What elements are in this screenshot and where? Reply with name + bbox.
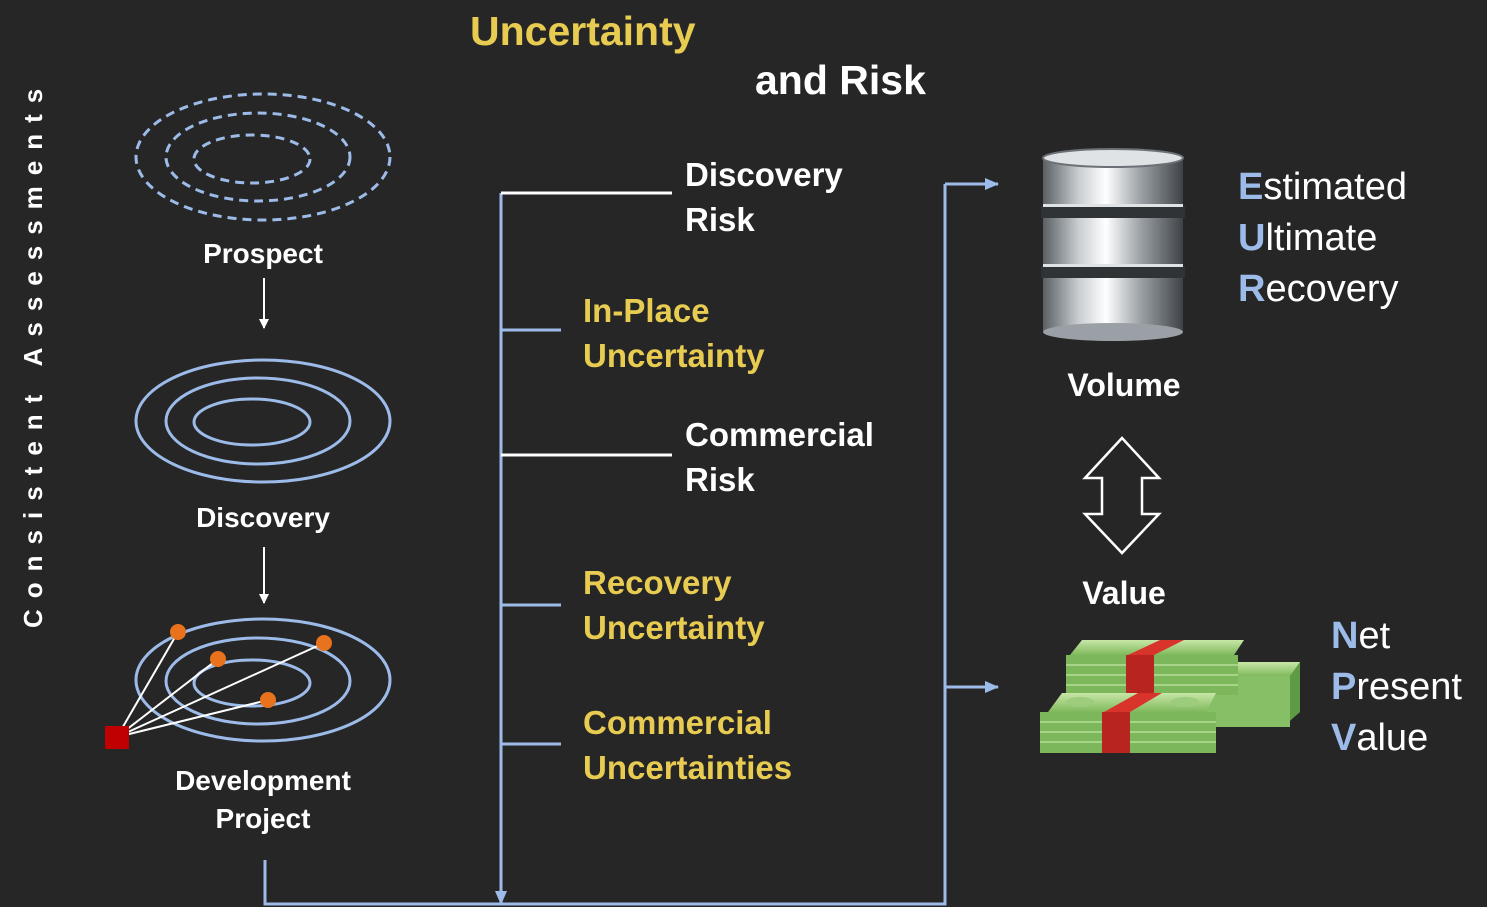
npv-initial: V (1331, 717, 1357, 759)
label-inplace-uncertainty-line2: Uncertainty (583, 337, 765, 374)
discovery-icon (134, 358, 392, 484)
npv-rest: et (1358, 615, 1391, 657)
label-commercial-risk-line1: Commercial (685, 416, 874, 453)
stage-label-discovery: Discovery (196, 502, 330, 533)
label-value: Value (1082, 575, 1166, 611)
label-discovery-risk-line2: Risk (685, 201, 755, 238)
eur-line: Recovery (1238, 264, 1407, 315)
title-and-risk: and Risk (755, 57, 926, 103)
eur-rest: ltimate (1265, 217, 1378, 259)
npv-acronym: Net Present Value (1331, 611, 1462, 764)
prospect-icon (134, 92, 392, 222)
label-commercial-uncertainties: Commercial Uncertainties (583, 700, 792, 790)
well-marker (210, 651, 226, 667)
platform-marker (105, 726, 129, 749)
double-arrow-icon (1082, 436, 1162, 555)
label-recovery-uncertainty-line2: Uncertainty (583, 609, 765, 646)
label-discovery-risk-line1: Discovery (685, 156, 843, 193)
eur-rest: stimated (1263, 166, 1407, 208)
well-marker (316, 635, 332, 651)
label-discovery-risk: Discovery Risk (685, 152, 843, 242)
oil-barrel-icon (1041, 148, 1185, 341)
development-icon (105, 617, 392, 749)
npv-line: Net (1331, 611, 1462, 662)
risk-connectors (501, 191, 672, 457)
label-inplace-uncertainty: In-Place Uncertainty (583, 288, 765, 378)
stage-label-development-line2: Project (215, 803, 311, 834)
eur-line: Ultimate (1238, 213, 1407, 264)
title-uncertainty: Uncertainty (470, 8, 696, 54)
eur-line: Estimated (1238, 162, 1407, 213)
stage-label-development: Development Project (143, 762, 383, 838)
label-commercial-risk: Commercial Risk (685, 412, 874, 502)
label-volume: Volume (1067, 367, 1181, 403)
well-marker (260, 692, 276, 708)
label-recovery-uncertainty-line1: Recovery (583, 564, 732, 601)
npv-initial: P (1331, 666, 1357, 708)
side-label: Consistent Assessments (18, 77, 48, 628)
npv-rest: resent (1356, 666, 1462, 708)
eur-initial: R (1238, 268, 1266, 310)
eur-initial: U (1238, 217, 1266, 259)
label-commercial-uncertainties-line2: Uncertainties (583, 749, 793, 786)
stage-label-prospect: Prospect (203, 238, 323, 269)
eur-acronym: Estimated Ultimate Recovery (1238, 162, 1407, 315)
stage-label-development-line1: Development (175, 765, 351, 796)
eur-initial: E (1238, 166, 1264, 208)
label-inplace-uncertainty-line1: In-Place (583, 292, 710, 329)
label-commercial-risk-line2: Risk (685, 461, 755, 498)
flow-connectors (263, 178, 999, 906)
eur-rest: ecovery (1265, 268, 1399, 310)
npv-rest: alue (1356, 717, 1429, 759)
well-marker (170, 624, 186, 640)
label-commercial-uncertainties-line1: Commercial (583, 704, 772, 741)
npv-line: Value (1331, 713, 1462, 764)
money-stack-icon (1040, 640, 1300, 753)
npv-line: Present (1331, 662, 1462, 713)
npv-initial: N (1331, 615, 1359, 657)
label-recovery-uncertainty: Recovery Uncertainty (583, 560, 765, 650)
